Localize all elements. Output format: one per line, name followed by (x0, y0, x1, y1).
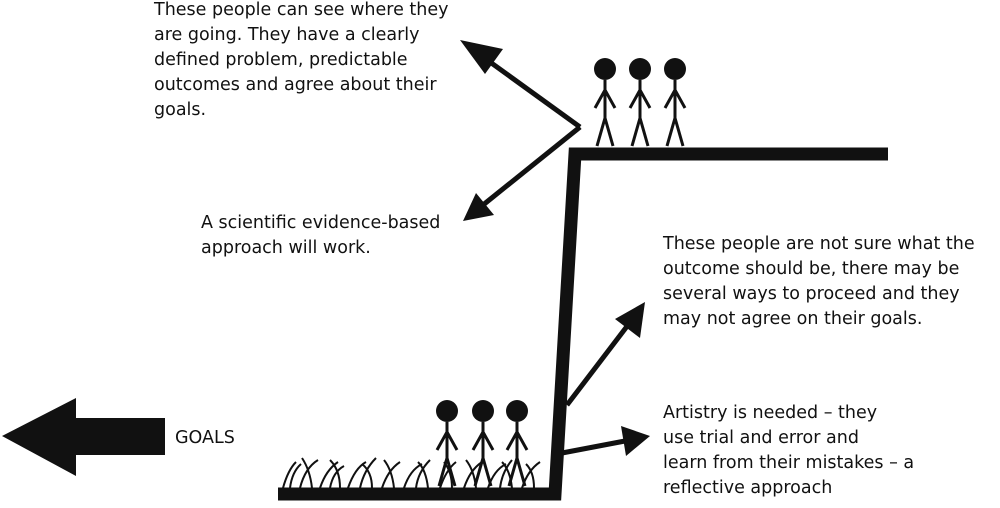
text-line: approach will work. (201, 238, 371, 258)
stick-figure (505, 400, 529, 487)
text-line: defined problem, predictable (154, 50, 408, 70)
text-line: These people are not sure what the (663, 234, 975, 254)
stick-figure (628, 58, 652, 147)
arrow-to-top-text (460, 40, 582, 130)
arrow-to-middle-text (565, 302, 645, 407)
text-line: several ways to proceed and they (663, 284, 960, 304)
goals-arrow (2, 398, 165, 476)
scientific-description: A scientific evidence-based approach wil… (201, 211, 440, 261)
stick-figure (593, 58, 617, 147)
bottom-description: Artistry is needed – they use trial and … (663, 401, 914, 501)
text-line: outcomes and agree about their (154, 75, 437, 95)
middle-description: These people are not sure what the outco… (663, 232, 975, 332)
text-line: are going. They have a clearly (154, 25, 420, 45)
text-line: These people can see where they (154, 0, 449, 20)
stick-figure (471, 400, 495, 487)
arrow-to-bottom-text (561, 426, 650, 456)
grass (282, 457, 541, 489)
text-line: outcome should be, there may be (663, 259, 960, 279)
text-line: use trial and error and (663, 428, 859, 448)
text-line: Artistry is needed – they (663, 403, 878, 423)
stick-figure (663, 58, 687, 147)
stick-figure (435, 400, 459, 487)
text-line: learn from their mistakes – a (663, 453, 915, 473)
text-line: A scientific evidence-based (201, 213, 441, 233)
text-line: goals. (154, 100, 207, 120)
text-line: may not agree on their goals. (663, 309, 923, 329)
arrow-to-scientific-text (463, 125, 582, 221)
top-description: These people can see where they are goin… (154, 0, 448, 123)
cliff-line (278, 147, 888, 501)
text-line: reflective approach (663, 478, 833, 498)
goals-label: GOALS (175, 428, 235, 448)
